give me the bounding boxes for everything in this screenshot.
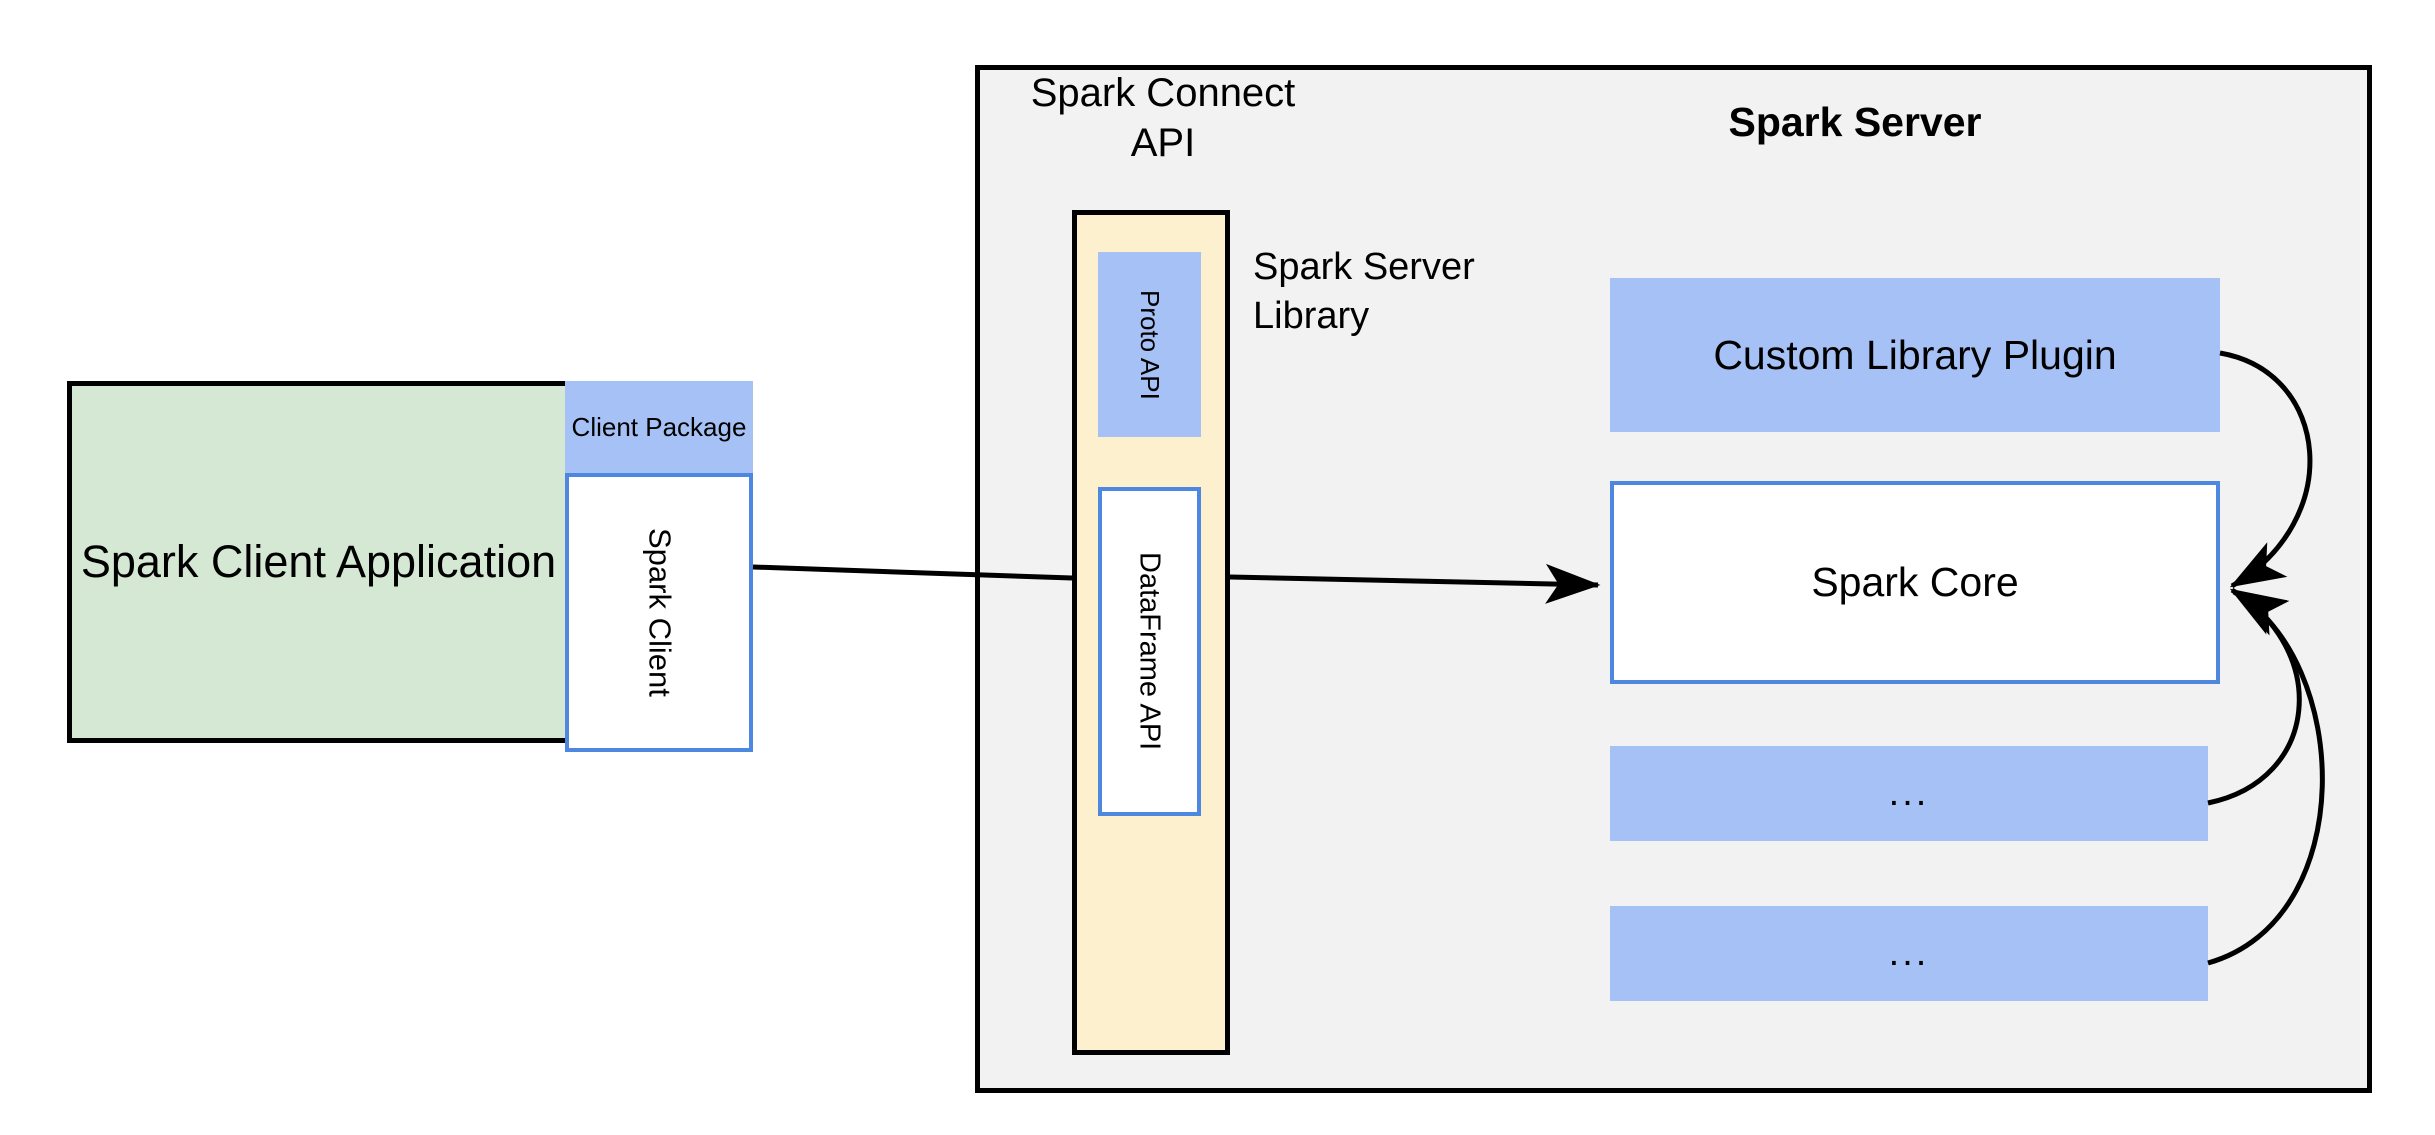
spark-client-box: Spark Client — [565, 473, 753, 752]
custom-library-plugin-box: Custom Library Plugin — [1610, 278, 2220, 432]
ellipsis-box-1: ... — [1610, 746, 2208, 841]
spark-client-application-box: Spark Client Application — [67, 381, 570, 743]
spark-connect-api-label: Spark Connect API — [1030, 71, 1296, 166]
proto-api-label: Proto API — [1134, 289, 1165, 400]
spark-server-title: Spark Server — [1728, 99, 1982, 146]
client-package-box: Client Package — [565, 381, 753, 474]
spark-client-label: Spark Client — [642, 528, 678, 697]
dataframe-api-label: DataFrame API — [1133, 552, 1166, 751]
spark-core-box: Spark Core — [1610, 481, 2220, 684]
ellipsis-box-2: ... — [1610, 906, 2208, 1001]
proto-api-box: Proto API — [1098, 252, 1201, 437]
spark-server-library-label: Spark Server Library — [1253, 246, 1475, 338]
dataframe-api-box: DataFrame API — [1098, 487, 1201, 816]
